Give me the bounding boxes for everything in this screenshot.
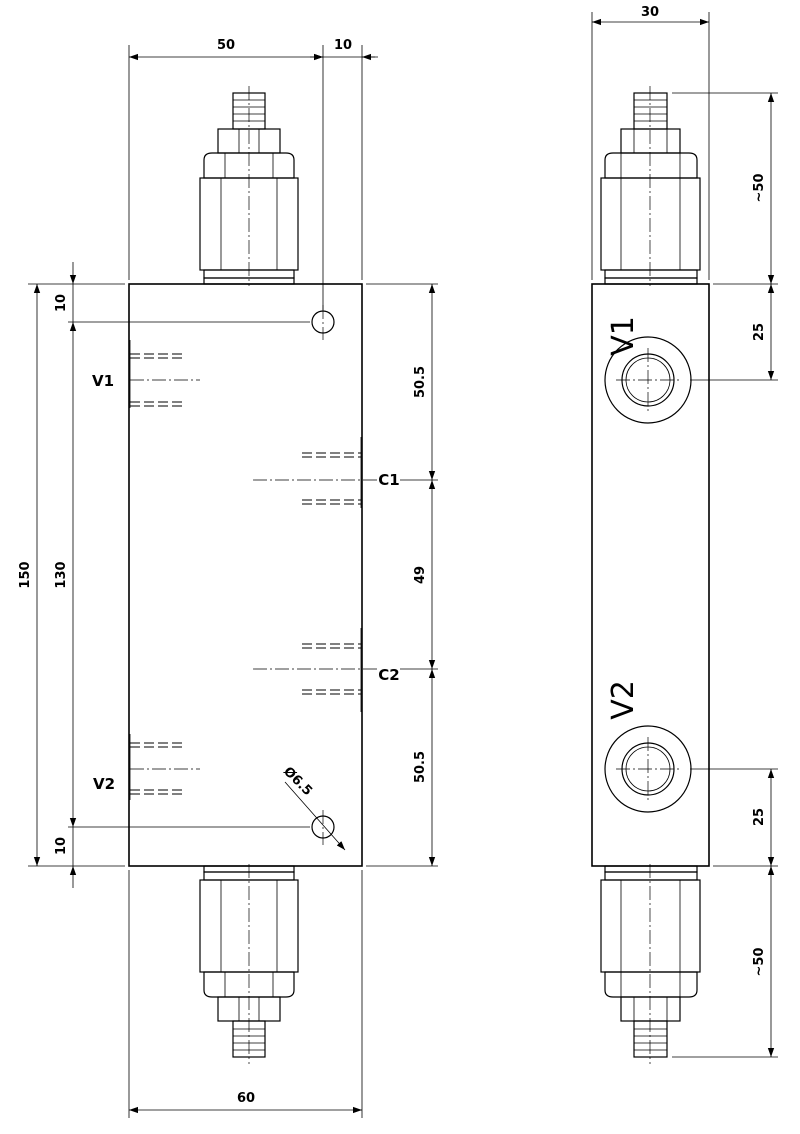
side-v2-port — [604, 725, 692, 813]
side-port-label-v2: V2 — [606, 680, 641, 720]
dim-c1-c2: 49 — [413, 566, 428, 584]
dim-hole-spacing: 130 — [54, 561, 69, 588]
port-label-c1: C1 — [378, 471, 399, 489]
dim-v1-c1: 50.5 — [413, 366, 428, 398]
side-dimension-lines — [592, 18, 775, 1057]
front-top-cartridge — [199, 86, 299, 286]
c2-port-hidden — [253, 628, 378, 712]
front-dimension-lines — [33, 53, 436, 1114]
side-dim-width: 30 — [641, 5, 659, 20]
side-dim-top-cartridge: ~50 — [752, 174, 767, 203]
side-bottom-cartridge — [600, 864, 701, 1064]
side-top-cartridge — [600, 86, 701, 286]
side-dim-v2-offset: 25 — [752, 808, 767, 826]
front-view: 50 10 60 150 130 10 10 50.5 49 50.5 Ø6.5… — [18, 38, 438, 1118]
dim-edge-top: 10 — [54, 294, 69, 312]
side-dim-v1-offset: 25 — [752, 323, 767, 341]
port-label-v1: V1 — [92, 372, 114, 390]
dim-width-bottom: 60 — [237, 1091, 255, 1106]
dim-width-top: 50 — [217, 38, 235, 53]
dim-offset-top: 10 — [334, 38, 352, 53]
hole-diameter-label: Ø6.5 — [280, 764, 315, 799]
front-bottom-cartridge — [199, 864, 299, 1064]
side-dim-bottom-cartridge: ~50 — [752, 948, 767, 977]
front-extension-lines — [28, 45, 438, 1118]
v1-port-hidden — [129, 340, 200, 408]
dim-c2-v2: 50.5 — [413, 751, 428, 783]
side-extension-lines — [591, 12, 778, 1058]
port-label-v2: V2 — [93, 775, 115, 793]
front-valve-body — [128, 283, 363, 867]
port-label-c2: C2 — [378, 666, 399, 684]
v2-port-hidden — [129, 734, 200, 800]
side-view: V1 V2 30 ~50 25 25 ~50 — [591, 5, 778, 1064]
dim-total-height: 150 — [18, 561, 33, 588]
side-valve-body — [591, 283, 710, 867]
side-port-label-v1: V1 — [606, 316, 641, 356]
c1-port-hidden — [253, 437, 378, 508]
dim-edge-bottom: 10 — [54, 837, 69, 855]
